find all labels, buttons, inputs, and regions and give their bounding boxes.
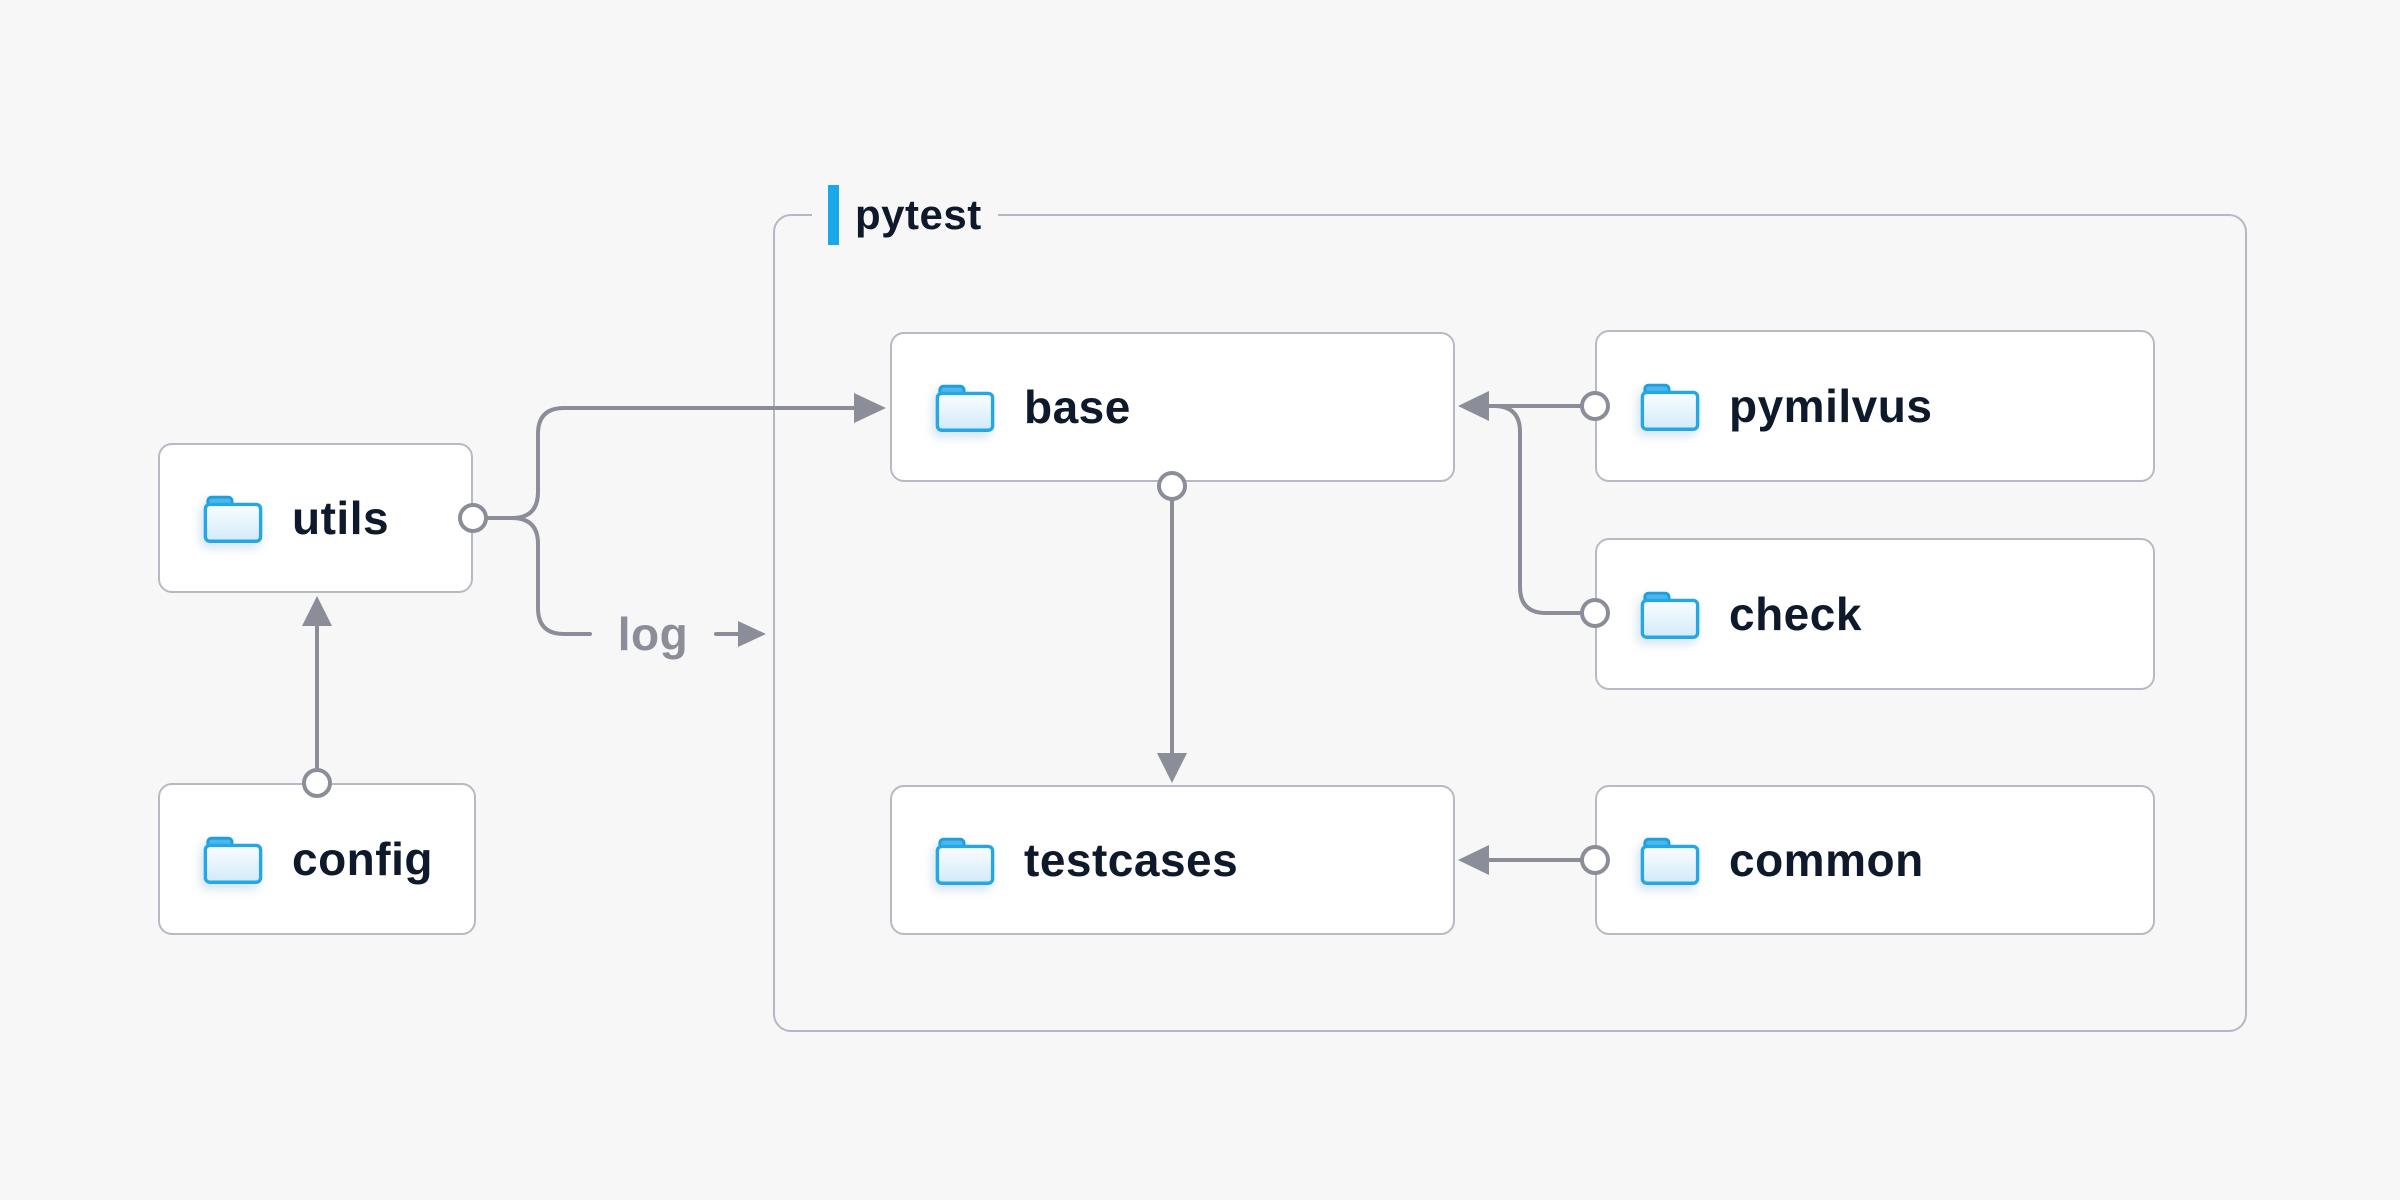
folder-icon bbox=[1639, 379, 1701, 433]
node-label: check bbox=[1729, 588, 1862, 640]
node-label: config bbox=[292, 833, 433, 885]
node-label: testcases bbox=[1024, 834, 1239, 886]
node-label: pymilvus bbox=[1729, 380, 1933, 432]
folder-icon bbox=[934, 380, 996, 434]
folder-icon bbox=[1639, 833, 1701, 887]
accent-bar bbox=[828, 185, 839, 245]
node-config[interactable]: config bbox=[158, 783, 476, 935]
node-common[interactable]: common bbox=[1595, 785, 2155, 935]
arrowhead-into-utils-bottom bbox=[302, 596, 332, 626]
node-label: utils bbox=[292, 492, 390, 544]
node-base[interactable]: base bbox=[890, 332, 1455, 482]
folder-icon bbox=[1639, 587, 1701, 641]
node-label: common bbox=[1729, 834, 1924, 886]
edge-utils-log bbox=[510, 516, 592, 636]
node-check[interactable]: check bbox=[1595, 538, 2155, 690]
group-pytest bbox=[773, 214, 2247, 1032]
node-testcases[interactable]: testcases bbox=[890, 785, 1455, 935]
node-label: base bbox=[1024, 381, 1131, 433]
node-utils[interactable]: utils bbox=[158, 443, 473, 593]
group-label: pytest bbox=[812, 184, 998, 246]
edge-label-log: log bbox=[617, 608, 689, 660]
node-pymilvus[interactable]: pymilvus bbox=[1595, 330, 2155, 482]
arrowhead-log bbox=[738, 621, 766, 647]
folder-icon bbox=[934, 833, 996, 887]
group-title: pytest bbox=[855, 191, 982, 238]
folder-icon bbox=[202, 832, 264, 886]
folder-icon bbox=[202, 491, 264, 545]
